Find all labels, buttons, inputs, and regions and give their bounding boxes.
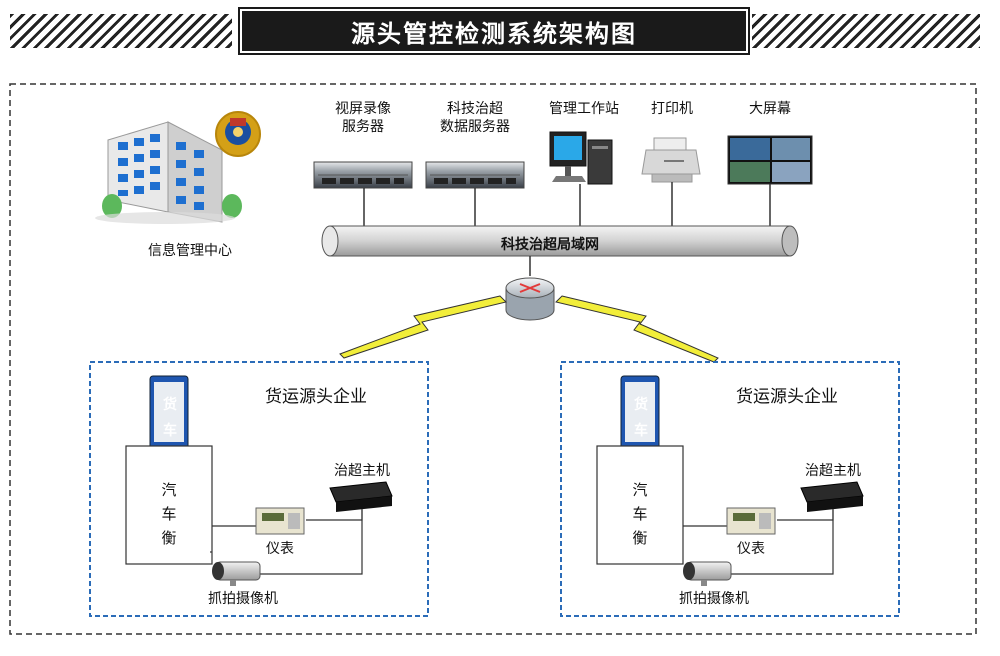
router-icon bbox=[505, 277, 555, 321]
truck-label-left: 货 车 bbox=[163, 397, 177, 439]
device-label-printer: 打印机 bbox=[651, 101, 693, 117]
meter-icon-left bbox=[255, 507, 305, 535]
device-label-big-screen: 大屏幕 bbox=[749, 101, 791, 117]
network-label: 科技治超局域网 bbox=[501, 237, 599, 253]
camera-icon-right bbox=[683, 561, 732, 586]
scale-label-left: 汽 车 衡 bbox=[161, 481, 177, 547]
truck-label-right: 货 车 bbox=[634, 397, 648, 439]
bus-drops bbox=[363, 182, 771, 228]
info-center-label: 信息管理中心 bbox=[148, 243, 232, 259]
data-server-icon bbox=[425, 161, 525, 189]
enterprise-box-left bbox=[89, 361, 429, 617]
device-label-workstation: 管理工作站 bbox=[549, 101, 619, 117]
header-hatch-right bbox=[752, 14, 980, 48]
printer-icon bbox=[641, 137, 701, 183]
network-bus bbox=[321, 225, 799, 257]
building-icon bbox=[95, 121, 242, 224]
camera-icon-left bbox=[212, 561, 261, 586]
video-server-icon bbox=[313, 161, 413, 189]
device-label-data-server: 科技治超 数据服务器 bbox=[440, 101, 510, 135]
meter-label-left: 仪表 bbox=[266, 541, 294, 557]
device-label-video-server: 视屏录像 服务器 bbox=[335, 101, 391, 135]
scale-label-right: 汽 车 衡 bbox=[632, 481, 648, 547]
lightning-bolt-right bbox=[555, 295, 719, 363]
big-screen-icon bbox=[727, 135, 813, 185]
emblem-icon bbox=[215, 111, 261, 157]
lightning-bolt-left bbox=[339, 295, 507, 359]
host-label-left: 治超主机 bbox=[334, 463, 390, 479]
header-hatch-left bbox=[10, 14, 232, 48]
outer-frame bbox=[9, 83, 977, 635]
workstation-icon bbox=[549, 131, 613, 185]
scale-platform-left bbox=[125, 445, 213, 565]
meter-icon-right bbox=[726, 507, 776, 535]
camera-label-left: 抓拍摄像机 bbox=[208, 591, 278, 607]
scale-platform-right bbox=[596, 445, 684, 565]
meter-label-right: 仪表 bbox=[737, 541, 765, 557]
enterprise-title-left: 货运源头企业 bbox=[265, 387, 367, 407]
enterprise-title-right: 货运源头企业 bbox=[736, 387, 838, 407]
camera-label-right: 抓拍摄像机 bbox=[679, 591, 749, 607]
host-label-right: 治超主机 bbox=[805, 463, 861, 479]
host-icon-right bbox=[800, 481, 864, 512]
host-icon-left bbox=[329, 481, 393, 512]
page-title: 源头管控检测系统架构图 bbox=[351, 19, 637, 48]
title-banner: 源头管控检测系统架构图 bbox=[238, 7, 750, 55]
enterprise-box-right bbox=[560, 361, 900, 617]
